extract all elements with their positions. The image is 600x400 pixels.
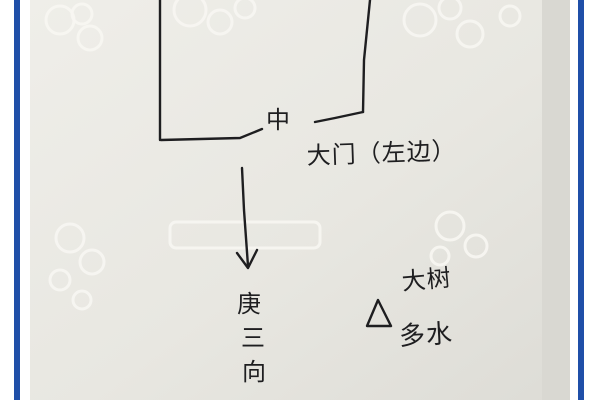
tree-label: 大树 bbox=[400, 263, 453, 296]
center-mark-label: 中 bbox=[266, 106, 291, 134]
paper-sketch: △ bbox=[30, 0, 570, 400]
house-bottom-left bbox=[159, 127, 264, 142]
emboss-flower-top bbox=[172, 0, 257, 36]
west-label-line-3: 向 bbox=[242, 358, 267, 386]
house-bottom-right bbox=[313, 110, 365, 124]
emboss-flower-top-right bbox=[402, 0, 522, 49]
right-frame-bar bbox=[578, 0, 584, 400]
west-label-line-1: 庚 bbox=[237, 290, 262, 318]
emboss-flower-top-left bbox=[44, 2, 104, 52]
tissue-paper bbox=[30, 0, 570, 400]
house-right-wall bbox=[361, 0, 372, 114]
ink-sketch: △ bbox=[158, 0, 393, 328]
emboss-flower-left bbox=[48, 222, 106, 311]
emboss-flower-right bbox=[429, 210, 489, 267]
arrow-head bbox=[235, 248, 259, 270]
embossed-pattern bbox=[44, 0, 522, 311]
west-label-line-2: 三 bbox=[241, 324, 266, 352]
left-frame-bar bbox=[14, 0, 20, 400]
triangle-mark: △ bbox=[365, 298, 393, 328]
gate-label: 大门（左边） bbox=[306, 136, 458, 170]
arrow-shaft bbox=[240, 166, 250, 268]
paper-shadow-edge bbox=[542, 0, 570, 400]
water-label: 多水 bbox=[398, 319, 454, 352]
paper-photo: △ 中 大门（左边） 庚 三 向 大树 多水 bbox=[30, 0, 570, 400]
